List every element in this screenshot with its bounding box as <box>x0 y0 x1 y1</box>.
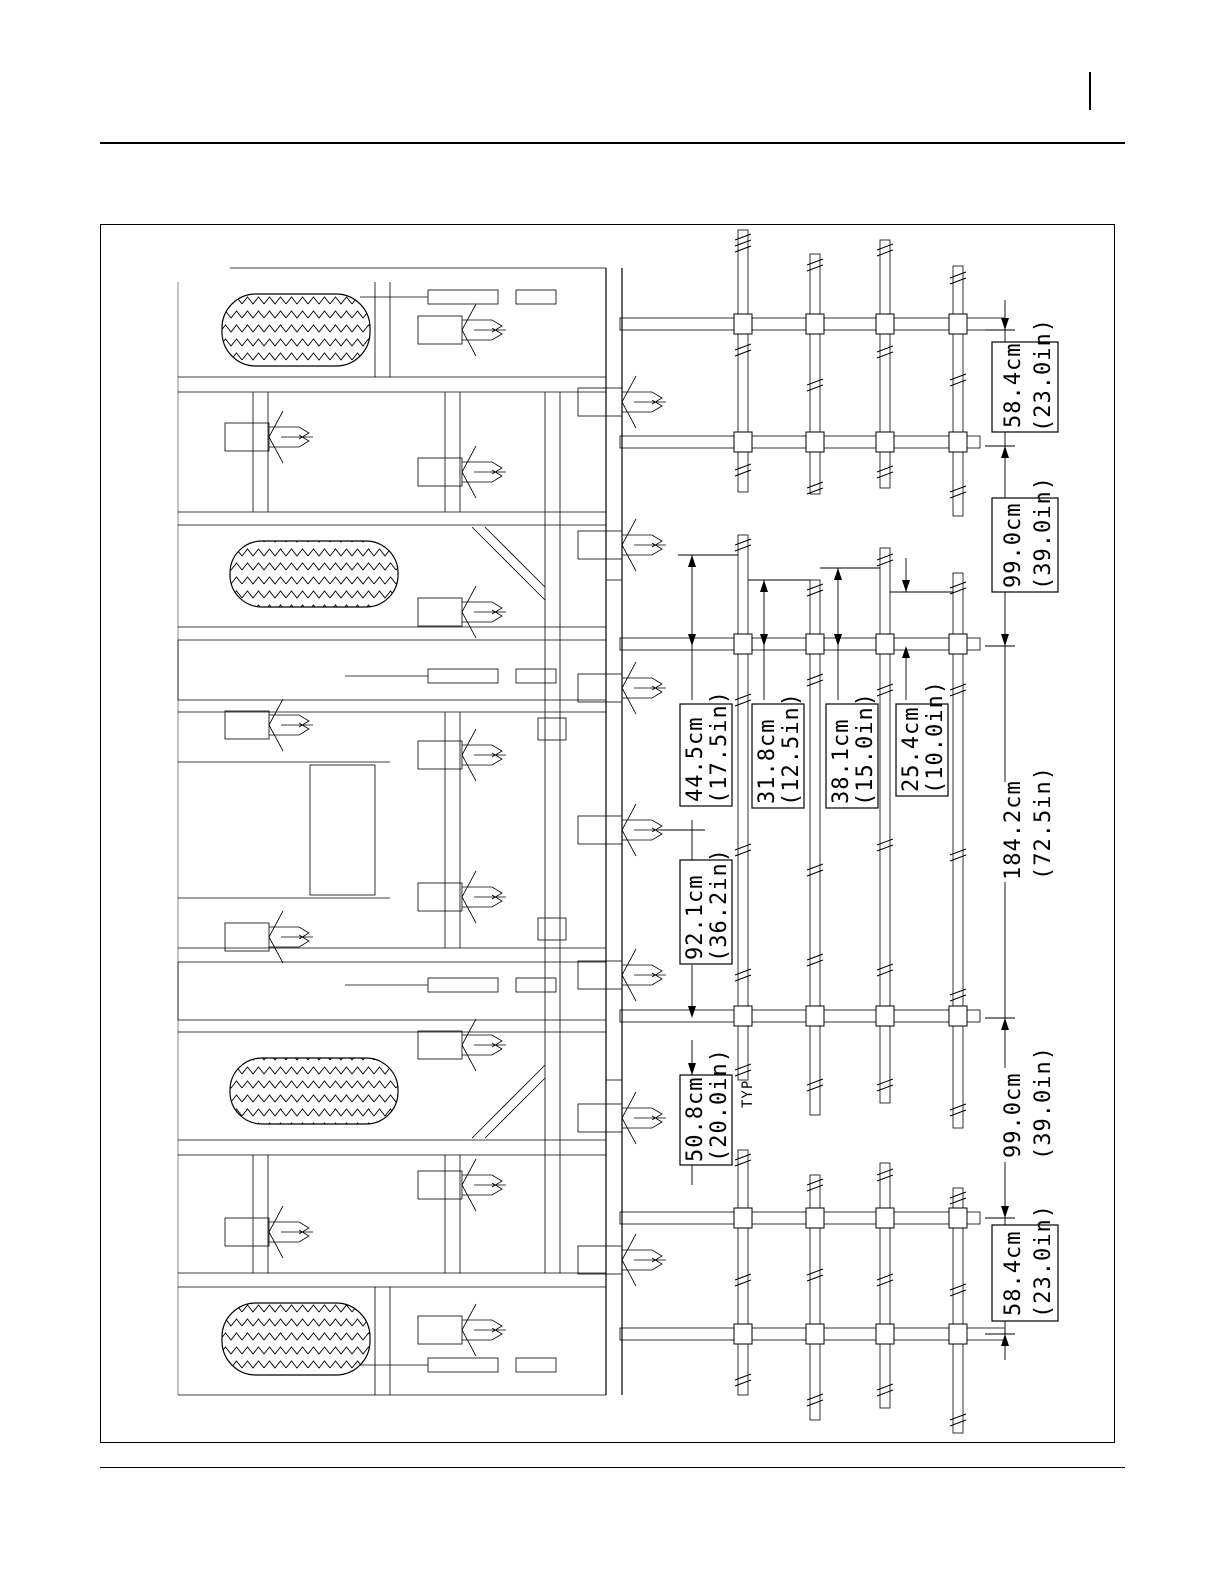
dim-25: 25.4cm (10.0in) <box>896 680 948 796</box>
tire <box>222 294 370 366</box>
dim-metric: 99.0cm <box>1001 1073 1026 1158</box>
dim-imperial: (20.0in) <box>707 1048 732 1162</box>
typ-label: TYP <box>740 1080 756 1108</box>
dim-99-top: 99.0cm (39.0in) <box>992 476 1058 592</box>
dim-imperial: (17.5in) <box>707 690 732 804</box>
frame-members <box>178 268 622 1395</box>
dim-184: 184.2cm (72.5in) <box>992 766 1058 882</box>
hydraulic-cylinders <box>345 290 556 1372</box>
dim-metric: 38.1cm <box>829 719 854 804</box>
harrow-arms <box>620 318 1005 1340</box>
tire <box>230 1058 398 1124</box>
dim-imperial: (23.0in) <box>1031 318 1056 432</box>
tine-bars <box>738 230 963 1433</box>
dim-imperial: (72.5in) <box>1031 766 1056 880</box>
dim-imperial: (15.0in) <box>853 692 878 806</box>
dim-58-bottom: 58.4cm (23.0in) <box>992 1204 1058 1321</box>
dim-imperial: (39.0in) <box>1031 476 1056 590</box>
dim-31: 31.8cm (12.5in) <box>752 692 804 808</box>
dim-imperial: (23.0in) <box>1031 1204 1056 1318</box>
dim-imperial: (36.2in) <box>707 848 732 962</box>
dim-imperial: (10.0in) <box>923 680 948 794</box>
dimension-labels: 58.4cm (23.0in) 99.0cm (39.0in) 184.2cm … <box>680 318 1058 1321</box>
dim-38: 38.1cm (15.0in) <box>826 692 878 808</box>
dim-92: 92.1cm (36.2in) <box>680 848 732 964</box>
dim-metric: 25.4cm <box>899 707 924 792</box>
dim-imperial: (39.0in) <box>1031 1046 1056 1160</box>
dim-metric: 58.4cm <box>1001 343 1026 428</box>
tire <box>222 1303 370 1375</box>
dim-metric: 184.2cm <box>1001 780 1026 880</box>
dim-metric: 44.5cm <box>683 717 708 802</box>
dim-44: 44.5cm (17.5in) <box>680 690 732 806</box>
dim-50: 50.8cm (20.0in) <box>680 1048 732 1165</box>
dimension-arrows <box>688 318 1009 1346</box>
dim-58-top: 58.4cm (23.0in) <box>992 318 1058 432</box>
dim-imperial: (12.5in) <box>779 692 804 806</box>
tire <box>230 541 398 607</box>
dim-99-bottom: 99.0cm (39.0in) <box>992 1046 1058 1162</box>
dim-metric: 58.4cm <box>1001 1231 1026 1316</box>
bar-clamps <box>734 314 967 1344</box>
dim-metric: 50.8cm <box>683 1077 708 1162</box>
dimension-lines <box>660 300 1015 1360</box>
dim-metric: 99.0cm <box>1001 503 1026 588</box>
dim-metric: 31.8cm <box>755 719 780 804</box>
tine-marks <box>735 234 966 1426</box>
shanks <box>225 304 666 1356</box>
dim-metric: 92.1cm <box>683 875 708 960</box>
